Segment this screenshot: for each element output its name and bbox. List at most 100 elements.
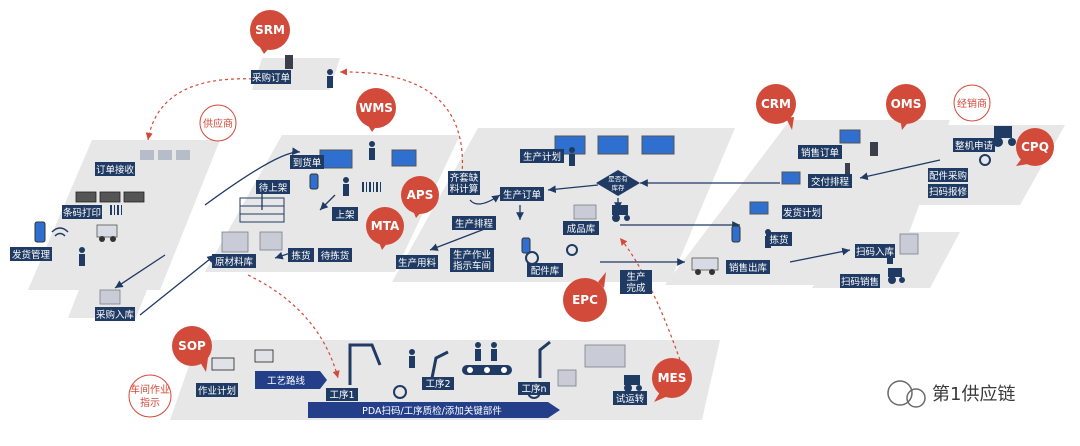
- svg-text:整机申请: 整机申请: [955, 140, 994, 152]
- svg-text:料计算: 料计算: [450, 183, 479, 195]
- workshop-label-line1: 车间作业: [130, 383, 170, 396]
- phone-icon: [309, 173, 319, 190]
- server-icon: [285, 55, 878, 177]
- svg-text:生产作业: 生产作业: [453, 249, 491, 261]
- robot-arm-icon: [348, 340, 551, 385]
- svg-text:配件库: 配件库: [531, 265, 560, 277]
- monitor-icon: [319, 149, 353, 169]
- pda-bar-label: PDA扫码/工序质检/添加关键部件: [362, 405, 502, 417]
- bubble-mta: MTA: [366, 207, 404, 250]
- bubble-epc: EPC: [563, 272, 607, 322]
- svg-text:工序n: 工序n: [521, 383, 546, 395]
- monitor-icon: [781, 171, 801, 185]
- dash-srm-to-supplier: [145, 78, 271, 141]
- platform-production: [392, 128, 735, 282]
- label-sales-order: 销售订单: [798, 145, 842, 159]
- label-parts-store: 配件库: [527, 263, 563, 277]
- bubble-wms: WMS: [356, 88, 396, 132]
- printer-icon: [75, 191, 274, 371]
- svg-text:待拣货: 待拣货: [321, 250, 350, 262]
- label-trial-run: 试运转: [613, 391, 647, 405]
- svg-text:拣货: 拣货: [769, 234, 788, 246]
- monitor-icon: [641, 135, 675, 155]
- process-route-arrow: [255, 371, 327, 389]
- svg-text:生产计划: 生产计划: [523, 151, 561, 163]
- label-purchase-order: 采购订单: [251, 70, 291, 84]
- label-process1: 工序1: [326, 388, 358, 401]
- annotation-supplier: 供应商: [199, 104, 237, 142]
- label-pending-shelf: 待上架: [256, 180, 290, 194]
- shelf-icon: [239, 197, 285, 223]
- label-arrival-order: 到货单: [290, 155, 324, 169]
- wifi-icon: [51, 227, 69, 237]
- monitor-icon: [597, 135, 629, 155]
- svg-text:拣货: 拣货: [291, 250, 310, 262]
- label-production-schedule: 生产排程: [452, 216, 496, 230]
- svg-text:扫码销售: 扫码销售: [841, 276, 879, 288]
- arrow-stock-to-order: [547, 184, 599, 194]
- workshop-arrows: [255, 371, 560, 418]
- svg-text:指示车间: 指示车间: [453, 260, 491, 272]
- label-work-plan: 作业计划: [196, 383, 238, 397]
- watermark-text: 第1供应链: [932, 384, 1015, 405]
- phone-icon: [521, 237, 531, 254]
- svg-text:发货管理: 发货管理: [12, 249, 51, 261]
- srm-label: SRM: [255, 23, 285, 37]
- monitor-icon: [391, 149, 417, 167]
- label-process2: 工序2: [422, 377, 454, 390]
- svg-text:试运转: 试运转: [616, 393, 645, 405]
- svg-text:采购入库: 采购入库: [96, 309, 135, 321]
- svg-text:生产: 生产: [626, 271, 645, 283]
- svg-text:原材料库: 原材料库: [215, 256, 254, 268]
- arrow-kit-to-order: [469, 194, 501, 205]
- svg-text:工序1: 工序1: [329, 389, 354, 401]
- crate-icon: [140, 150, 190, 160]
- label-ship-plan: 发货计划: [782, 205, 822, 219]
- watermark: 第1供应链: [887, 380, 1015, 408]
- arrow-to-scan-in: [789, 247, 851, 263]
- conveyor-icon: [462, 365, 512, 375]
- bubble-mes: MES: [652, 358, 692, 402]
- label-boxes: 采购订单 订单接收 条码打印 发货管理 采购入库 到货单 待上架 上架 原材料库…: [10, 70, 995, 405]
- annotation-bubbles: 供应商 经销商 车间作业 指示: [128, 84, 991, 418]
- monitor-icon: [749, 201, 769, 215]
- arrow-to-raw: [139, 254, 216, 316]
- stock-decision: 是否有 库存: [596, 170, 640, 196]
- arrow-cpq-to-delivery: [859, 159, 941, 181]
- dash-aps-to-srm: [339, 68, 464, 176]
- label-pending-pick: 待拣货: [318, 248, 352, 262]
- svg-text:完成: 完成: [626, 282, 646, 294]
- label-parts-purchase: 配件采购: [928, 168, 968, 182]
- svg-text:生产排程: 生产排程: [455, 218, 494, 230]
- svg-text:交付排程: 交付排程: [811, 176, 850, 188]
- svg-text:配件采购: 配件采购: [929, 170, 967, 182]
- svg-text:采购订单: 采购订单: [252, 72, 291, 84]
- svg-text:生产订单: 生产订单: [503, 189, 542, 201]
- phone-icon: [731, 225, 741, 243]
- tractor-icon: [612, 126, 1016, 392]
- label-purchase-in: 采购入库: [95, 307, 135, 321]
- label-order-receive: 订单接收: [95, 162, 135, 176]
- arrow-to-purchase-in: [114, 254, 166, 289]
- label-machine-apply: 整机申请: [953, 138, 995, 152]
- arrow-shelve: [319, 194, 336, 211]
- box-icon: [99, 204, 919, 387]
- svg-text:到货单: 到货单: [293, 157, 322, 169]
- label-processn: 工序n: [518, 382, 550, 395]
- annotation-distributor: 经销商: [953, 84, 991, 122]
- label-shelve: 上架: [332, 207, 358, 221]
- label-ship-manage: 发货管理: [10, 247, 52, 261]
- svg-text:订单接收: 订单接收: [96, 164, 135, 176]
- label-scan-in: 扫码入库: [855, 244, 895, 258]
- svg-text:齐套缺: 齐套缺: [450, 172, 479, 184]
- oms-label: OMS: [891, 97, 922, 111]
- svg-text:上架: 上架: [335, 210, 355, 221]
- stock-label-line1: 是否有: [608, 174, 628, 183]
- phone-icon: [34, 221, 46, 243]
- monitor-icon: [839, 129, 861, 144]
- svg-text:成品库: 成品库: [567, 223, 596, 235]
